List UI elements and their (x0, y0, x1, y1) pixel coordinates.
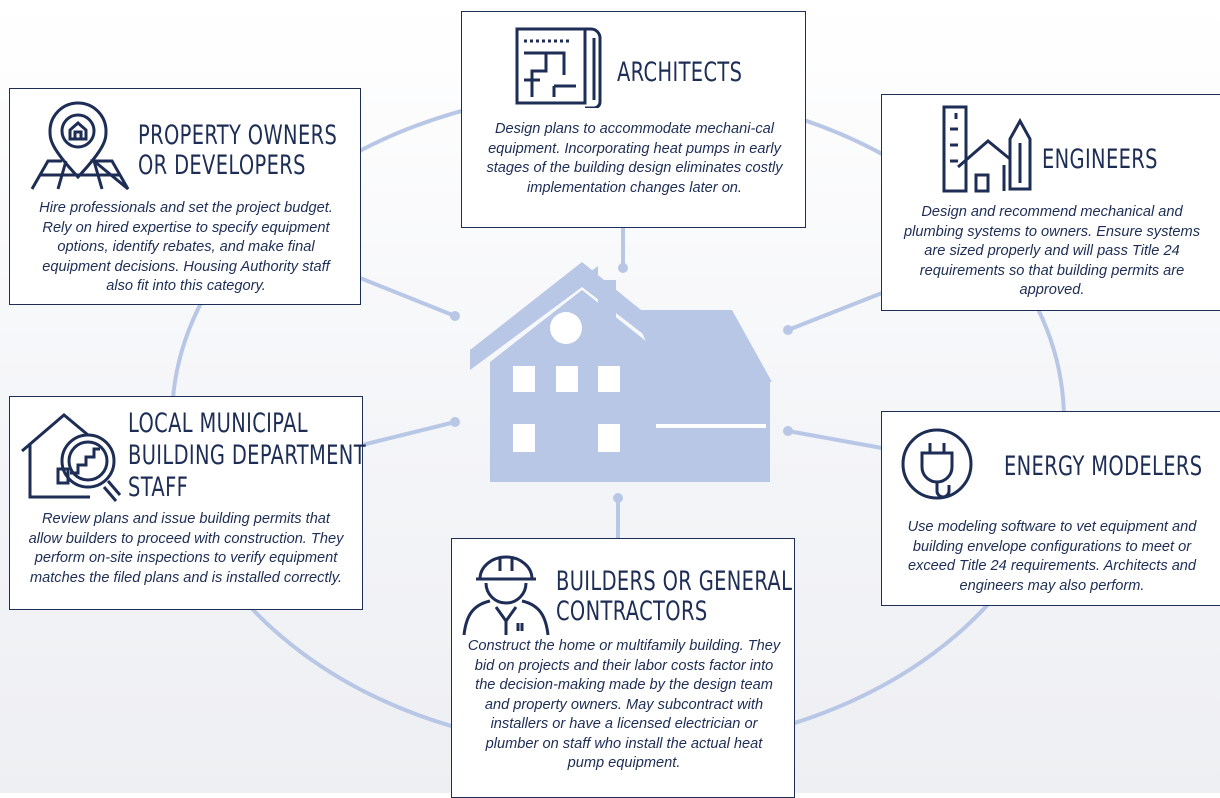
municipal-description: Review plans and issue building permits … (28, 511, 344, 586)
electric-plug-icon (900, 427, 974, 501)
engineers-card: ENGINEERS Design and recommend mechanica… (881, 94, 1220, 311)
hard-hat-worker-icon (460, 545, 552, 637)
connector-spokes (358, 226, 884, 540)
municipal-title-line-1: LOCAL MUNICIPAL (128, 408, 308, 439)
municipal-title-line-2: BUILDING DEPARTMENT (128, 440, 366, 471)
builders-description: Construct the home or multifamily buildi… (467, 638, 781, 771)
builders-title-line-2: CONTRACTORS (556, 596, 708, 627)
property-owners-description: Hire professionals and set the project b… (39, 200, 333, 294)
property-owners-title-line-2: OR DEVELOPERS (138, 150, 306, 181)
house-magnifier-icon (18, 409, 124, 505)
property-owners-title-line-1: PROPERTY OWNERS (138, 120, 338, 151)
municipal-card: LOCAL MUNICIPAL BUILDING DEPARTMENT STAF… (9, 396, 366, 610)
engineers-title: ENGINEERS (1042, 144, 1158, 175)
architects-title: ARCHITECTS (617, 57, 743, 88)
energy-modelers-description: Use modeling software to vet equipment a… (907, 519, 1197, 594)
architects-card: ARCHITECTS Design plans to accommodate m… (461, 11, 806, 228)
energy-modelers-title: ENERGY MODELERS (1004, 451, 1203, 482)
builders-title-line-1: BUILDERS OR GENERAL (556, 566, 793, 597)
house-location-pin-icon (28, 99, 132, 195)
builders-card: BUILDERS OR GENERAL CONTRACTORS Construc… (451, 538, 795, 798)
blueprint-icon (514, 26, 606, 108)
engineers-description: Design and recommend mechanical and plum… (903, 204, 1201, 298)
property-owners-card: PROPERTY OWNERS OR DEVELOPERS Hire profe… (9, 88, 361, 305)
building-ruler-pencil-icon (940, 103, 1032, 195)
architects-description: Design plans to accommodate mechani-cal … (486, 121, 783, 196)
municipal-title-line-3: STAFF (128, 472, 189, 503)
energy-modelers-card: ENERGY MODELERS Use modeling software to… (881, 411, 1220, 606)
central-house-icon (470, 262, 772, 482)
